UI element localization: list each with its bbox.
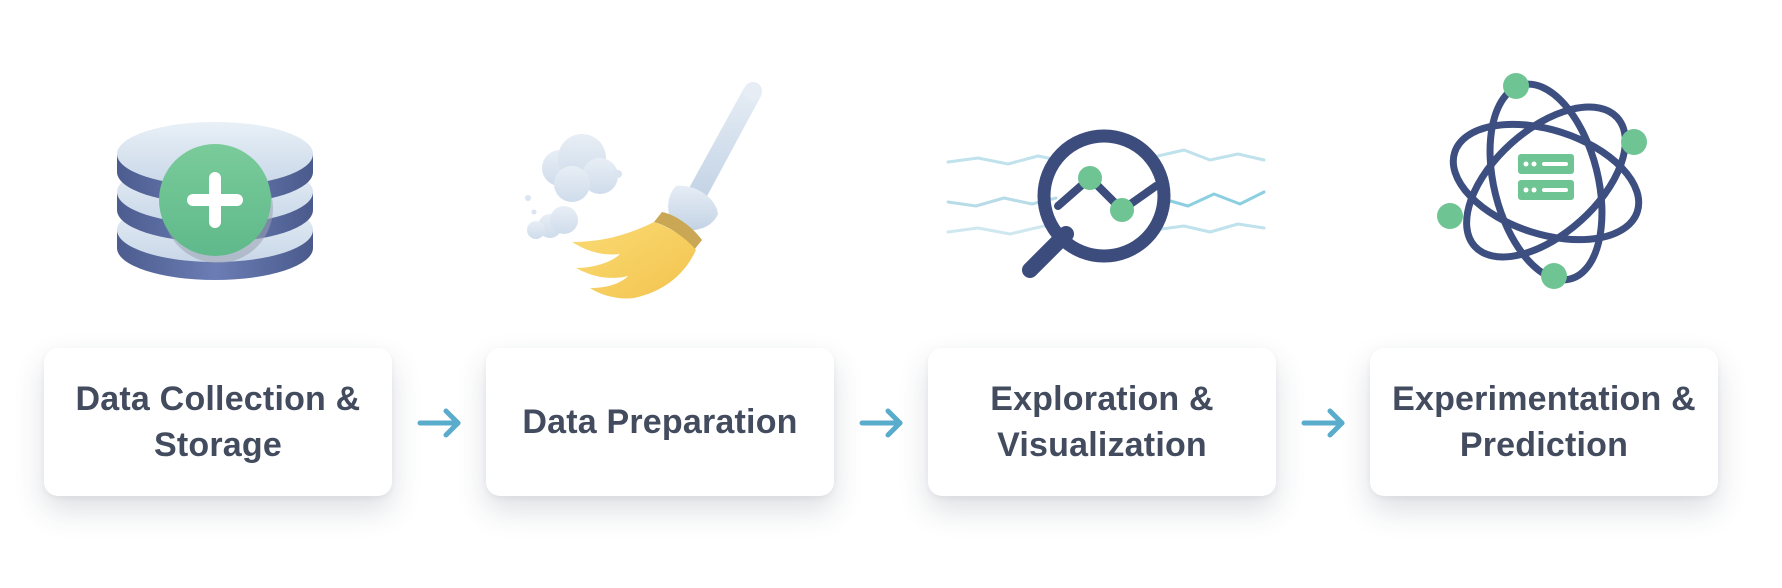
- step-label-line: Exploration &: [990, 380, 1214, 418]
- magnifier-chart-icon: [946, 120, 1268, 290]
- step-label-line: Visualization: [997, 426, 1207, 464]
- step-label: Experimentation & Prediction: [1376, 376, 1712, 468]
- step-card-data-preparation: Data Preparation: [486, 348, 834, 496]
- arrow-right-icon: [1300, 406, 1348, 440]
- step-label: Data Preparation: [506, 399, 813, 445]
- atom-server-icon: [1436, 68, 1656, 298]
- database-add-icon: [110, 98, 330, 298]
- broom-icon: [516, 80, 776, 310]
- step-label: Exploration & Visualization: [974, 376, 1230, 468]
- step-label-line: Storage: [153, 426, 282, 464]
- step-label-line: Experimentation &: [1392, 380, 1696, 418]
- step-label: Data Collection & Storage: [60, 376, 377, 468]
- step-label-line: Data Preparation: [522, 403, 798, 441]
- step-card-experimentation: Experimentation & Prediction: [1370, 348, 1718, 496]
- step-label-line: Prediction: [1459, 426, 1629, 464]
- arrow-right-icon: [858, 406, 906, 440]
- step-card-data-collection: Data Collection & Storage: [44, 348, 392, 496]
- arrow-right-icon: [416, 406, 464, 440]
- step-label-line: Data Collection &: [75, 380, 361, 418]
- step-card-exploration: Exploration & Visualization: [928, 348, 1276, 496]
